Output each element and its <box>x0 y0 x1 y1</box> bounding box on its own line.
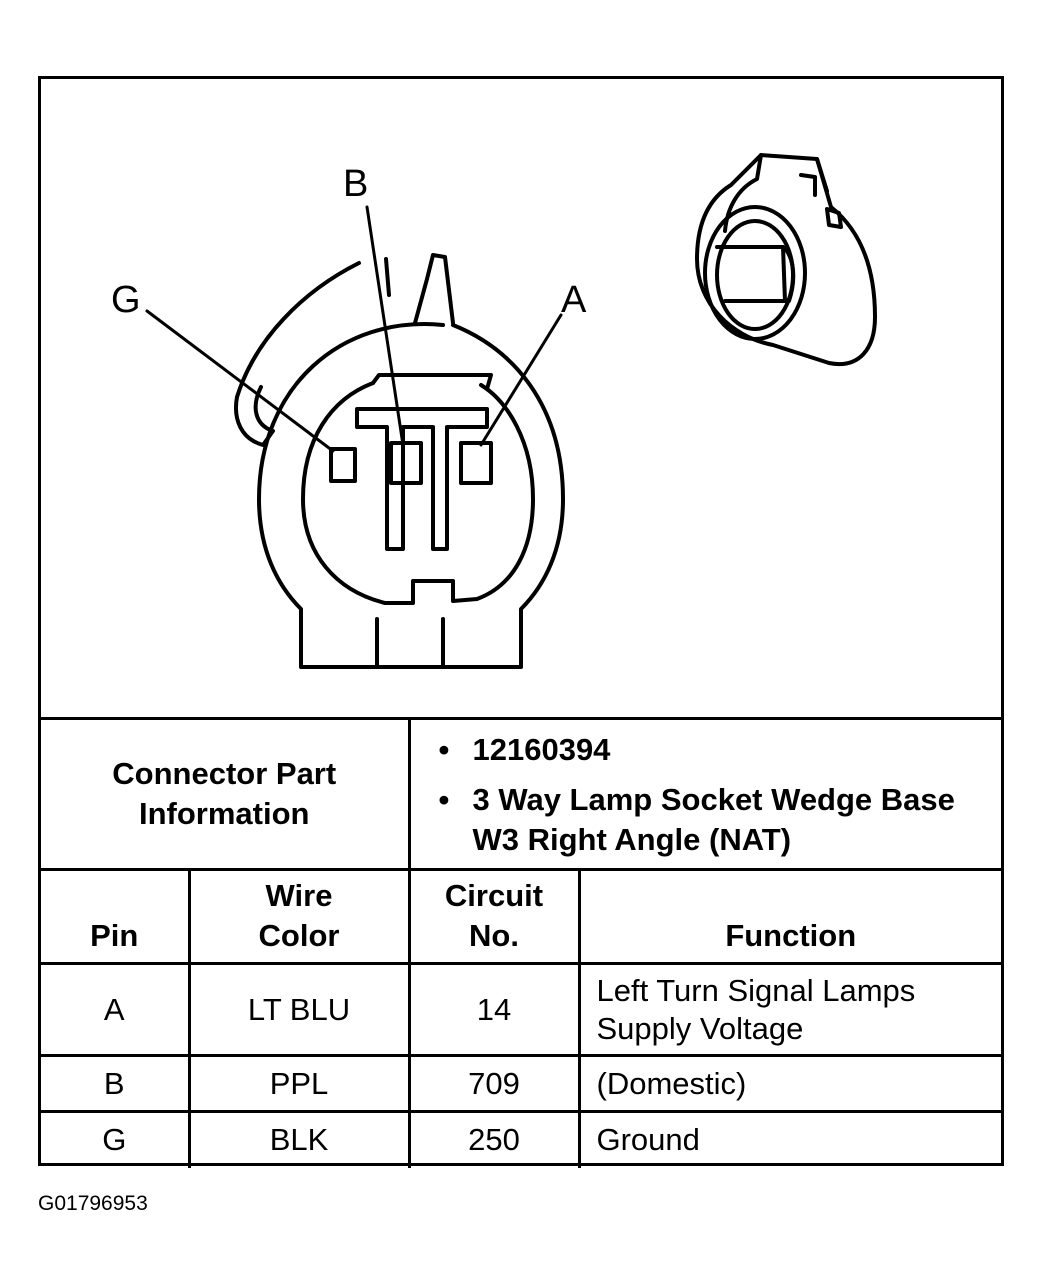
pin-a-contact <box>459 441 493 485</box>
table-row: B PPL 709 (Domestic) <box>41 1054 1001 1113</box>
part-description: 3 Way Lamp Socket Wedge Base W3 Right An… <box>439 780 1002 860</box>
latch-arm <box>234 261 361 447</box>
column-header-row: Pin Wire Color Circuit No. Function <box>41 868 1001 965</box>
row-pin: G <box>41 1110 191 1168</box>
connector-part-values: 12160394 3 Way Lamp Socket Wedge Base W3… <box>407 717 1002 871</box>
socket-perspective-view <box>695 153 877 367</box>
pin-label-b: B <box>343 163 369 205</box>
row-circuit: 250 <box>407 1110 581 1168</box>
socket-ring <box>301 381 535 605</box>
pin-g-contact <box>329 447 357 483</box>
diagram-frame: B G A Connector Part Information 1216039… <box>38 76 1004 1168</box>
pin-label-a: A <box>561 279 587 321</box>
row-wire-color: PPL <box>187 1054 411 1113</box>
column-pin: Pin <box>41 868 191 965</box>
table-row: G BLK 250 Ground <box>41 1110 1001 1168</box>
column-function: Function <box>577 868 1001 965</box>
part-number: 12160394 <box>439 730 1002 770</box>
row-circuit: 14 <box>407 962 581 1057</box>
row-wire-color: BLK <box>187 1110 411 1168</box>
connector-illustration <box>145 153 877 669</box>
row-pin: B <box>41 1054 191 1113</box>
row-pin: A <box>41 962 191 1057</box>
pin-label-g: G <box>111 279 141 321</box>
pin-b-contact <box>389 441 423 485</box>
connector-table: Connector Part Information 12160394 3 Wa… <box>41 717 1001 1168</box>
row-function: Ground <box>577 1110 1001 1168</box>
row-circuit: 709 <box>407 1054 581 1113</box>
column-wire-color: Wire Color <box>187 868 411 965</box>
locking-tab <box>413 253 455 325</box>
table-row: A LT BLU 14 Left Turn Signal Lamps Suppl… <box>41 962 1001 1057</box>
row-function: Left Turn Signal Lamps Supply Voltage <box>577 962 1001 1057</box>
leader-b <box>365 205 405 447</box>
row-function: (Domestic) <box>577 1054 1001 1113</box>
column-circuit: Circuit No. <box>407 868 581 965</box>
leader-a <box>479 313 563 447</box>
terminal-blade <box>355 407 489 551</box>
row-wire-color: LT BLU <box>187 962 411 1057</box>
connector-drawing: B G A <box>41 79 1001 717</box>
figure-code: G01796953 <box>38 1192 148 1215</box>
connector-part-label: Connector Part Information <box>41 717 411 871</box>
housing-outline <box>257 322 565 669</box>
leader-g <box>145 309 335 453</box>
connector-part-row: Connector Part Information 12160394 3 Wa… <box>41 717 1002 871</box>
